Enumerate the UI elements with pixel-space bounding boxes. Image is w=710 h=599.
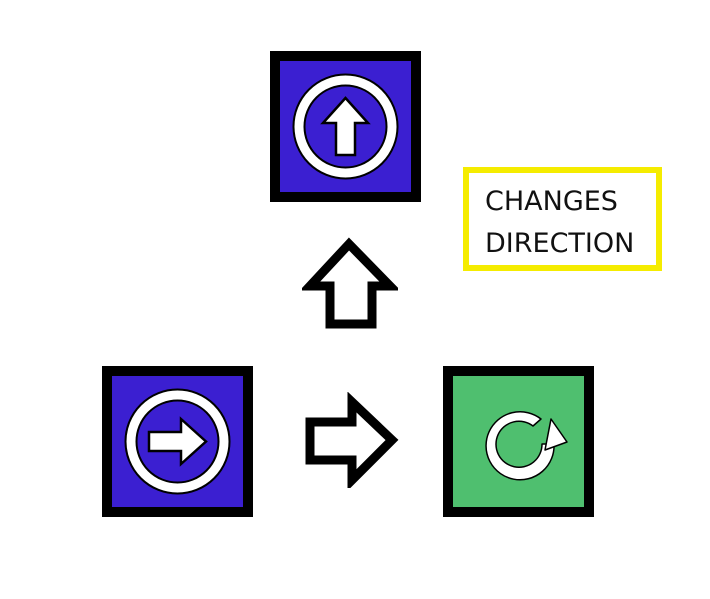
arrow-right-circle-icon [124,388,231,495]
rotate-clockwise-icon [485,411,568,481]
note-line-2: DIRECTION [485,228,635,259]
changes-direction-note: CHANGES DIRECTION [463,167,662,271]
connector-right-arrow [304,391,400,491]
arrow-up-circle-icon [292,73,399,180]
outline-arrow-right-icon [305,391,399,491]
move-up-tile [270,51,421,202]
note-line-1: CHANGES [485,186,618,217]
outline-arrow-up-icon [299,237,401,329]
turn-tile [443,366,594,517]
move-right-tile [102,366,253,517]
connector-up-arrow [299,236,401,332]
